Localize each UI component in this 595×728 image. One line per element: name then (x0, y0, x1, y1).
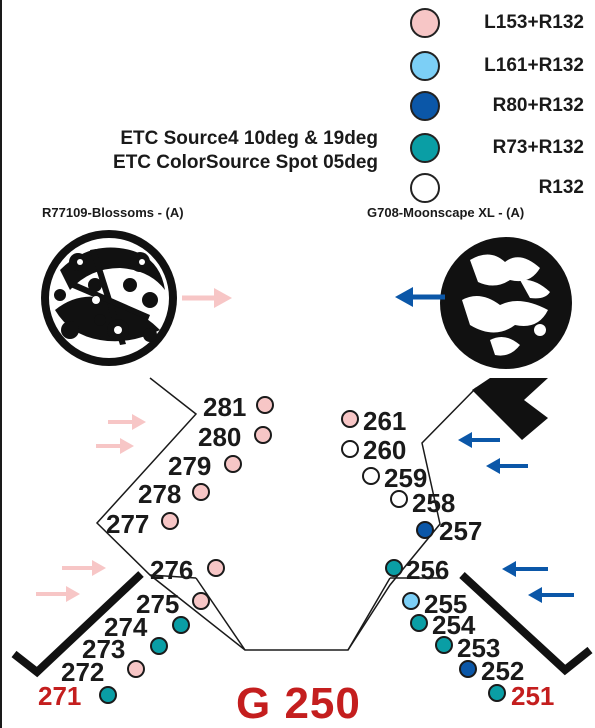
unit-color-dot (192, 483, 210, 501)
unit-number: 278 (138, 479, 182, 509)
legend-label: R80+R132 (492, 95, 584, 116)
unit-color-dot (150, 637, 168, 655)
unit-number: 281 (203, 392, 247, 422)
legend-label: L161+R132 (484, 55, 584, 76)
unit-color-dot (459, 660, 477, 678)
legend-swatch (410, 8, 440, 38)
unit-color-dot (341, 440, 359, 458)
unit-color-dot (254, 426, 272, 444)
set-lip-left (149, 574, 197, 579)
side-arrows-right (458, 432, 574, 603)
unit-color-dot (161, 512, 179, 530)
unit-number: 279 (168, 451, 212, 481)
unit-color-dot (207, 559, 225, 577)
venue-label: G 250 (236, 679, 361, 728)
unit-color-dot (390, 490, 408, 508)
unit-number: 257 (439, 516, 483, 546)
unit-color-dot (488, 684, 506, 702)
right-pillar (472, 378, 548, 440)
unit-color-dot (362, 467, 380, 485)
right-pipe (459, 572, 593, 676)
unit-color-dot (416, 521, 434, 539)
unit-number: 261 (363, 406, 407, 436)
unit-color-dot (172, 616, 190, 634)
unit-number: 280 (198, 422, 242, 452)
gobo-right-arrow (395, 287, 445, 307)
legend-item: L153+R132 (410, 8, 584, 40)
unit-color-dot (99, 686, 117, 704)
instrument-line-2: ETC ColorSource Spot 05deg (113, 152, 378, 173)
set-wall-outline-inner-right (347, 577, 391, 651)
unit-number: 277 (106, 509, 150, 539)
unit-number: 256 (406, 555, 450, 585)
unit-number: 258 (412, 488, 456, 518)
legend-label: L153+R132 (484, 12, 584, 33)
unit-color-dot (127, 660, 145, 678)
legend-swatch (410, 133, 440, 163)
unit-number: 255 (424, 589, 468, 619)
legend-swatch (410, 91, 440, 121)
legend-item: L161+R132 (410, 51, 584, 83)
unit-number: 276 (150, 555, 194, 585)
unit-number: 254 (432, 610, 476, 640)
legend-item: R132 (410, 173, 584, 205)
unit-number: 273 (82, 634, 126, 664)
legend-item: R73+R132 (410, 133, 584, 165)
frame-left-border (0, 0, 2, 728)
legend-swatch (410, 173, 440, 203)
unit-color-dot (192, 592, 210, 610)
unit-number: 272 (61, 657, 105, 687)
unit-color-dot (341, 410, 359, 428)
unit-number: 253 (457, 633, 501, 663)
unit-number: 251 (511, 681, 555, 711)
unit-number: 274 (104, 612, 148, 642)
legend-label: R132 (538, 177, 584, 198)
unit-number: 271 (38, 681, 82, 711)
set-wall-outline (95, 377, 477, 651)
blossoms-gobo-icon (41, 230, 177, 366)
unit-color-dot (256, 396, 274, 414)
legend-swatch (410, 51, 440, 81)
gobo-right-title: G708-Moonscape XL - (A) (367, 205, 525, 220)
unit-number: 252 (481, 656, 525, 686)
unit-number: 259 (384, 463, 428, 493)
unit-number: 275 (136, 589, 180, 619)
set-wall-outline-inner (195, 577, 246, 651)
unit-color-dot (410, 614, 428, 632)
unit-color-dot (385, 559, 403, 577)
left-pipe (11, 571, 144, 678)
legend-item: R80+R132 (410, 91, 584, 123)
unit-color-dot (435, 636, 453, 654)
unit-number: 260 (363, 435, 407, 465)
instrument-line-1: ETC Source4 10deg & 19deg (120, 128, 378, 149)
gobo-left-arrow (182, 288, 232, 308)
unit-color-dot (224, 455, 242, 473)
unit-color-dot (402, 592, 420, 610)
unit-dots (99, 396, 506, 704)
moonscape-gobo-icon (440, 237, 572, 369)
gobo-left-title: R77109-Blossoms - (A) (42, 205, 184, 220)
side-arrows-left (36, 414, 146, 602)
legend-label: R73+R132 (492, 137, 584, 158)
